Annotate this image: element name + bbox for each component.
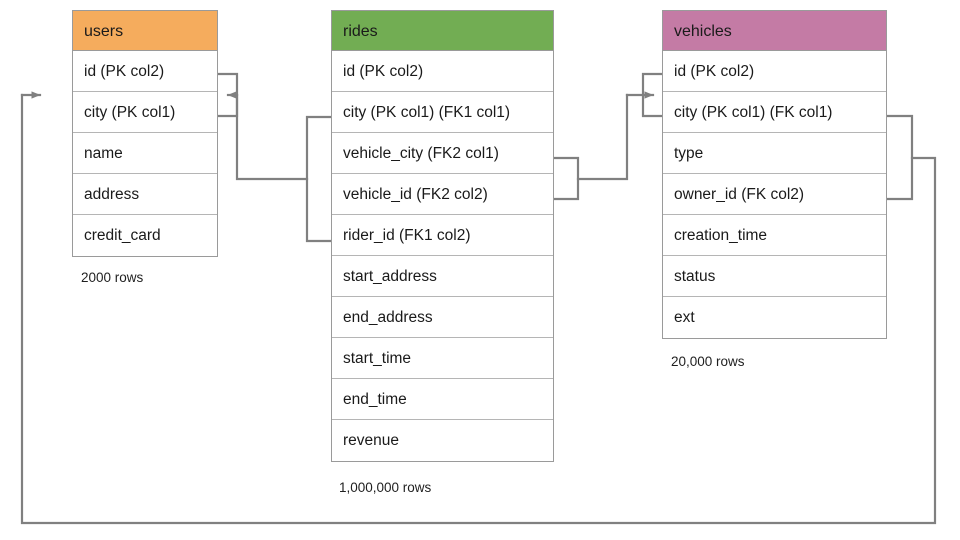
table-users[interactable]: users id (PK col2) city (PK col1) name a… xyxy=(72,10,218,257)
table-rides-column-vehicle-id[interactable]: vehicle_id (FK2 col2) xyxy=(332,174,553,215)
table-users-column-name[interactable]: name xyxy=(73,133,217,174)
table-rides-column-id[interactable]: id (PK col2) xyxy=(332,51,553,92)
table-rides-column-city[interactable]: city (PK col1) (FK1 col1) xyxy=(332,92,553,133)
table-rides[interactable]: rides id (PK col2) city (PK col1) (FK1 c… xyxy=(331,10,554,462)
table-vehicles-header: vehicles xyxy=(662,10,887,51)
table-vehicles[interactable]: vehicles id (PK col2) city (PK col1) (FK… xyxy=(662,10,887,339)
table-rides-column-start-address[interactable]: start_address xyxy=(332,256,553,297)
table-vehicles-column-id[interactable]: id (PK col2) xyxy=(663,51,886,92)
connector-fk2-rides-vehicles xyxy=(552,72,664,201)
table-rides-header: rides xyxy=(331,10,554,51)
table-rides-column-start-time[interactable]: start_time xyxy=(332,338,553,379)
connector-fk1-rides-users xyxy=(216,72,333,243)
table-rides-column-revenue[interactable]: revenue xyxy=(332,420,553,461)
table-vehicles-column-status[interactable]: status xyxy=(663,256,886,297)
table-users-column-id[interactable]: id (PK col2) xyxy=(73,51,217,92)
table-rides-column-vehicle-city[interactable]: vehicle_city (FK2 col1) xyxy=(332,133,553,174)
table-rides-column-end-address[interactable]: end_address xyxy=(332,297,553,338)
table-vehicles-row-count: 20,000 rows xyxy=(671,354,745,369)
table-rides-column-rider-id[interactable]: rider_id (FK1 col2) xyxy=(332,215,553,256)
table-users-header: users xyxy=(72,10,218,51)
table-vehicles-column-creation-time[interactable]: creation_time xyxy=(663,215,886,256)
table-vehicles-column-city[interactable]: city (PK col1) (FK col1) xyxy=(663,92,886,133)
table-rides-row-count: 1,000,000 rows xyxy=(339,480,432,495)
table-users-column-city[interactable]: city (PK col1) xyxy=(73,92,217,133)
table-vehicles-column-ext[interactable]: ext xyxy=(663,297,886,338)
table-vehicles-column-type[interactable]: type xyxy=(663,133,886,174)
table-users-column-address[interactable]: address xyxy=(73,174,217,215)
table-vehicles-column-owner-id[interactable]: owner_id (FK col2) xyxy=(663,174,886,215)
table-users-column-credit-card[interactable]: credit_card xyxy=(73,215,217,256)
table-users-row-count: 2000 rows xyxy=(81,270,144,285)
table-rides-column-end-time[interactable]: end_time xyxy=(332,379,553,420)
